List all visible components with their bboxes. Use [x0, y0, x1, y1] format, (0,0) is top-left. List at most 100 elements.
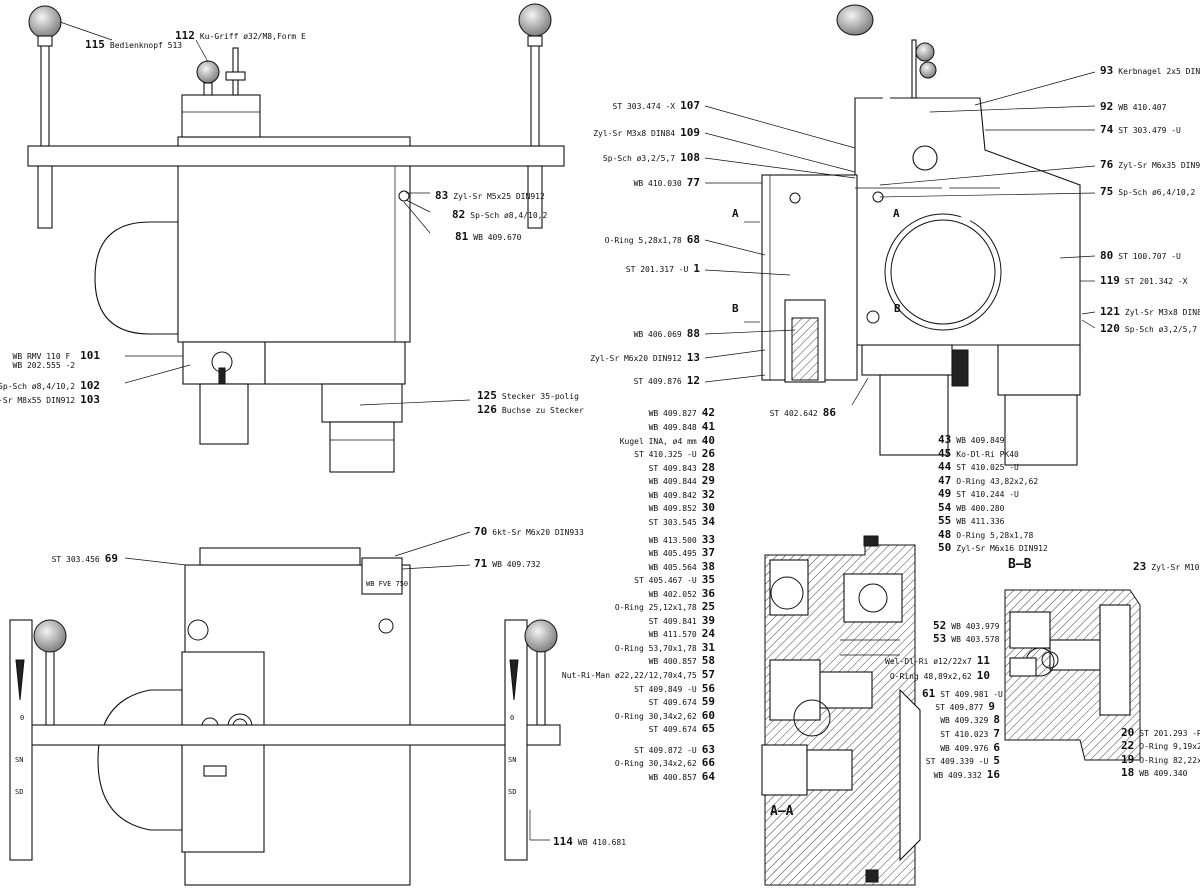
- callout-description: ST 409.841: [648, 617, 697, 626]
- callout-description: Zyl-Sr M8x55 DIN912: [0, 396, 76, 405]
- callout-number: 119: [1100, 274, 1120, 287]
- callout-description: O-Ring 48,89x2,62: [889, 672, 972, 681]
- callout-description: O-Ring 25,12x1,78: [614, 603, 697, 612]
- callout-number: 1: [693, 262, 700, 275]
- callout-number: 39: [701, 614, 715, 627]
- callout-description-line: WB RMV 110 F: [12, 352, 71, 361]
- callout-description: ST 410.325 -U: [634, 450, 697, 459]
- section-a-a: A–A: [761, 535, 921, 886]
- callout-number: 6: [993, 741, 1000, 754]
- callout-description: Bedienknopf 513: [109, 41, 183, 50]
- callout-number: 112: [175, 29, 195, 42]
- callout-number: 12: [686, 374, 700, 387]
- callout-description-line: WB 202.555 -2: [12, 361, 76, 370]
- callout-description: O-Ring 82,22x2,62: [1139, 756, 1200, 765]
- callout-number: 24: [701, 627, 715, 640]
- callout-number: 37: [701, 546, 715, 559]
- callout-22: 22O-Ring 9,19x2,62: [1121, 739, 1200, 752]
- callout-number: 44: [938, 460, 952, 473]
- callout-number: 11: [976, 654, 990, 667]
- callout-number: 49: [938, 487, 952, 500]
- callout-description: WB 409.827: [648, 409, 697, 418]
- callout-description: O-Ring 43,82x2,62: [956, 477, 1039, 486]
- callout-number: 16: [986, 768, 1000, 781]
- callout-number: 120: [1100, 322, 1120, 335]
- cut-a-right: A: [893, 207, 900, 220]
- callout-number: 48: [938, 528, 952, 541]
- callout-number: 33: [701, 533, 715, 546]
- callout-number: 56: [701, 682, 715, 695]
- callout-number: 19: [1121, 753, 1135, 766]
- callout-24: WB 411.570 24: [649, 627, 715, 640]
- section-a-a-label: A–A: [770, 804, 794, 819]
- callout-number: 121: [1100, 305, 1120, 318]
- callout-number: 65: [701, 722, 715, 735]
- callout-number: 8: [993, 713, 1000, 726]
- callout-number: 47: [938, 474, 952, 487]
- callout-description: Zyl-Sr M6x16 DIN912: [956, 544, 1048, 553]
- scale-zero-left: 0: [20, 714, 24, 722]
- callout-description: WB 411.570: [648, 630, 697, 639]
- callout-number: 75: [1100, 185, 1114, 198]
- callout-number: 52: [933, 619, 947, 632]
- callout-description: ST 410.244 -U: [956, 490, 1019, 499]
- callout-number: 126: [477, 403, 497, 416]
- callout-number: 82: [452, 208, 466, 221]
- callout-description: WB 403.979: [951, 622, 1000, 631]
- callout-number: 86: [822, 406, 836, 419]
- callout-description: Buchse zu Stecker: [501, 406, 584, 415]
- callout-description: ST 303.479 -U: [1118, 126, 1181, 135]
- callout-number: 77: [686, 176, 700, 189]
- callout-description: O-Ring 9,19x2,62: [1139, 742, 1200, 751]
- callout-number: 36: [701, 587, 715, 600]
- callout-number: 38: [701, 560, 715, 573]
- callout-number: 34: [701, 515, 715, 528]
- callout-102: Sp-Sch ø8,4/10,2 102: [0, 379, 100, 392]
- callout-number: 5: [993, 754, 1000, 767]
- callout-description: Ko-Dl-Ri PK40: [956, 450, 1019, 459]
- callout-description: WB 409.732: [492, 560, 541, 569]
- callout-description: Sp-Sch ø8,4/10,2: [0, 382, 76, 391]
- callout-description: Stecker 35-polig: [501, 392, 579, 401]
- callout-description: Zyl-Sr M6x20 DIN912: [590, 354, 682, 363]
- callout-description: WB 400.857: [648, 657, 697, 666]
- callout-number: 102: [80, 379, 100, 392]
- callout-description: ST 303.474 -X: [612, 102, 676, 111]
- callout-number: 10: [976, 669, 990, 682]
- callout-number: 28: [701, 461, 715, 474]
- callout-number: 23: [1133, 560, 1147, 573]
- callout-description: WB 411.336: [956, 517, 1005, 526]
- scale-sd-left: SD: [15, 788, 23, 796]
- callout-description: ST 409.981 -U: [940, 690, 1003, 699]
- callout-number: 59: [701, 695, 715, 708]
